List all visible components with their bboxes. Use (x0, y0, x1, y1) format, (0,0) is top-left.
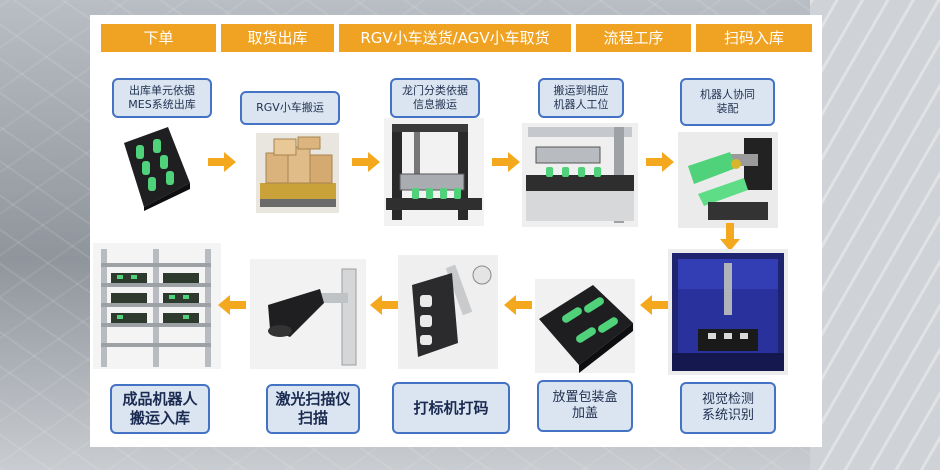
header-stage-transport: RGV小车送货/AGV小车取货 (339, 24, 571, 52)
step-store-text: 成品机器人 搬运入库 (122, 390, 198, 427)
step-robot-assembly-label: 机器人协同 装配 (680, 78, 775, 126)
step-gantry-text: 龙门分类依据 信息搬运 (402, 84, 468, 111)
header-stage-pickup: 取货出库 (221, 24, 334, 52)
step-robot-station-text: 搬运到相应 机器人工位 (553, 84, 609, 111)
header-stage-order: 下单 (101, 24, 216, 52)
arrow-down (720, 223, 740, 251)
step-store-label: 成品机器人 搬运入库 (110, 384, 210, 434)
robot-workstation-image (522, 123, 638, 227)
process-flow-panel: 下单 取货出库 RGV小车送货/AGV小车取货 流程工序 扫码入库 出库单元依据… (90, 15, 822, 447)
step-marking-text: 打标机打码 (413, 398, 489, 417)
arrow-left-3 (504, 295, 532, 315)
storage-rack-image (93, 243, 221, 369)
step-vision-text: 视觉检测 系统识别 (701, 391, 754, 423)
step-robot-assembly-text: 机器人协同 装配 (700, 88, 755, 115)
arrow-right-2 (352, 152, 380, 172)
step-gantry-label: 龙门分类依据 信息搬运 (390, 78, 480, 118)
gantry-handler-image (384, 118, 484, 226)
arrow-left-1 (218, 295, 246, 315)
label-printer-image (398, 255, 498, 369)
packaging-tray-image (535, 279, 635, 373)
step-rgv-label: RGV小车搬运 (240, 91, 340, 125)
step-packaging-text: 放置包装盒 加盖 (552, 389, 618, 421)
header-stage-process: 流程工序 (576, 24, 691, 52)
arrow-left-2 (370, 295, 398, 315)
green-pins-fixture-image (118, 123, 193, 211)
arrow-right-4 (646, 152, 674, 172)
step-laser-text: 激光扫描仪 扫描 (275, 390, 351, 427)
vision-inspection-cabinet-image (668, 249, 788, 375)
header-stage-scan-store: 扫码入库 (696, 24, 812, 52)
step-laser-label: 激光扫描仪 扫描 (266, 384, 360, 434)
step-outbound-label: 出库单元依据 MES系统出库 (112, 78, 212, 118)
robot-gripper-image (678, 132, 778, 228)
rgv-cart-boxes-image (256, 133, 339, 213)
step-rgv-text: RGV小车搬运 (256, 101, 324, 115)
arrow-right-1 (208, 152, 236, 172)
arrow-right-3 (492, 152, 520, 172)
step-packaging-label: 放置包装盒 加盖 (537, 380, 633, 432)
step-robot-station-label: 搬运到相应 机器人工位 (538, 78, 624, 118)
laser-scanner-image (250, 259, 366, 369)
arrow-left-4 (640, 295, 668, 315)
step-vision-label: 视觉检测 系统识别 (680, 382, 776, 434)
step-marking-label: 打标机打码 (392, 382, 510, 434)
step-outbound-text: 出库单元依据 MES系统出库 (128, 84, 196, 111)
